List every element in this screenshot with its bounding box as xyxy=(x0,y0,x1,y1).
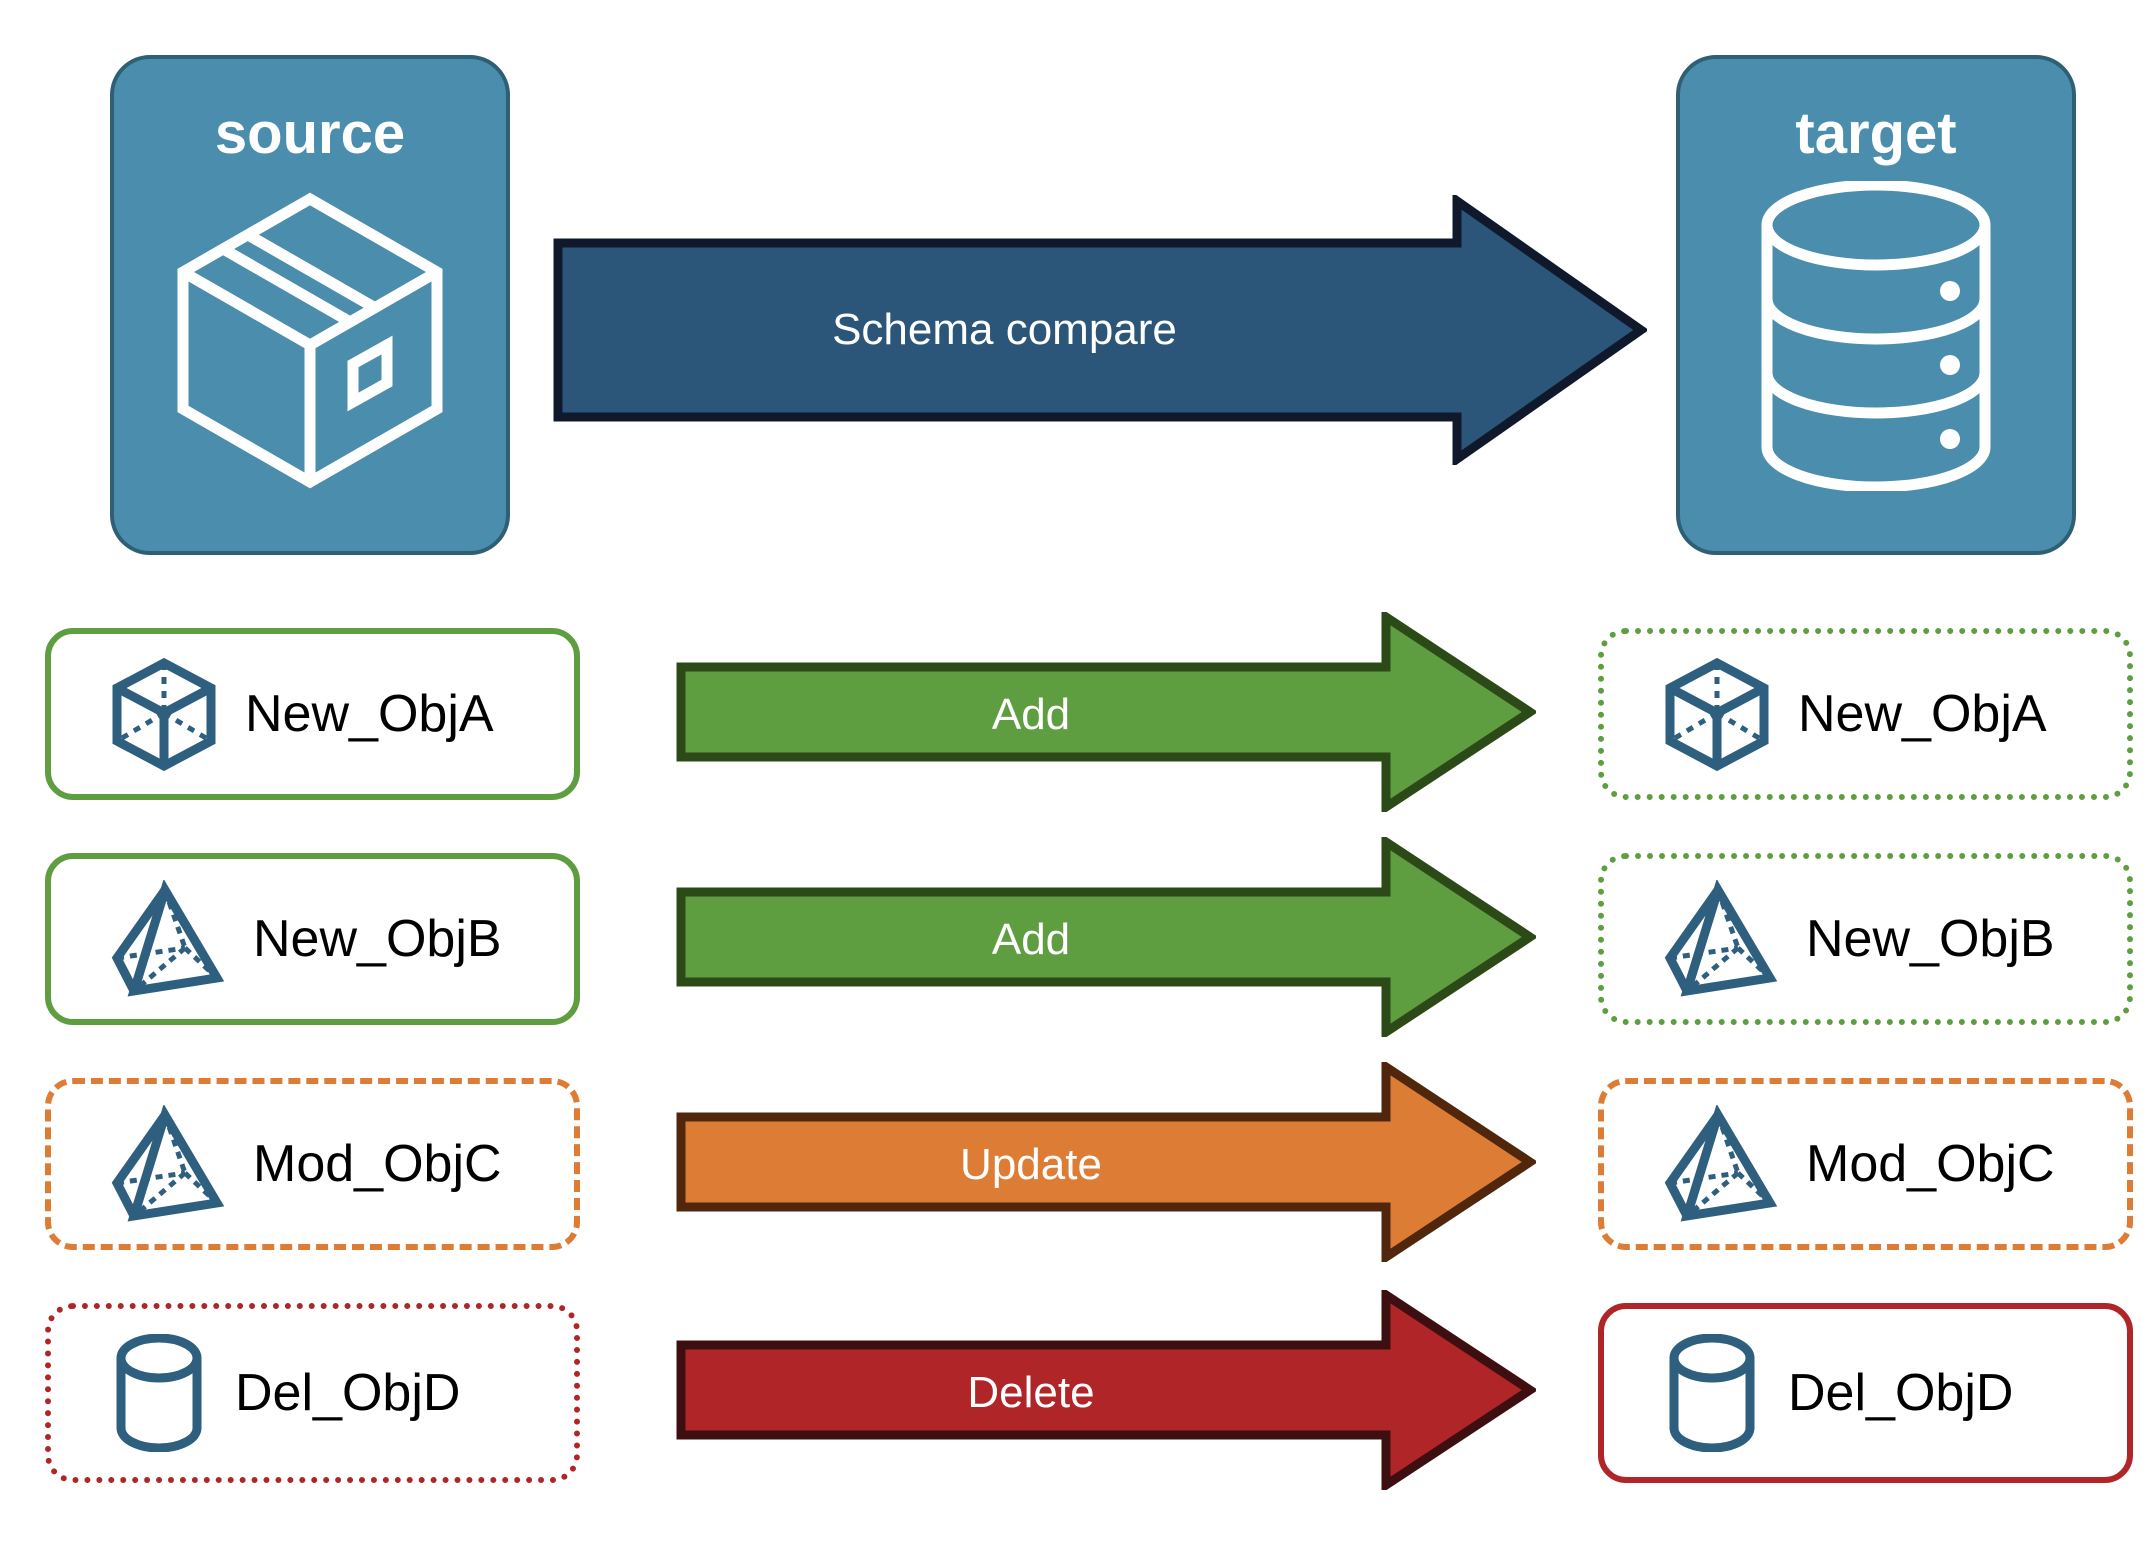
delete-arrow: Delete xyxy=(676,1286,1539,1494)
target-endpoint-panel[interactable]: target xyxy=(1676,55,2076,555)
wireframe-cube-icon xyxy=(109,655,219,773)
schema-compare-arrow: Schema compare xyxy=(552,192,1649,468)
source-endpoint-label: source xyxy=(214,101,406,166)
database-cylinder-icon xyxy=(1751,179,2001,496)
target-object-box[interactable]: Mod_ObjC xyxy=(1598,1078,2133,1250)
target-object-box[interactable]: New_ObjA xyxy=(1598,628,2133,800)
source-object-label: Mod_ObjC xyxy=(253,1135,502,1193)
source-object-box[interactable]: New_ObjA xyxy=(45,628,580,800)
wireframe-pyramid-icon xyxy=(1662,880,1780,998)
add-arrow: Add xyxy=(676,608,1539,816)
source-object-box[interactable]: Mod_ObjC xyxy=(45,1078,580,1250)
target-object-label: Mod_ObjC xyxy=(1806,1135,2055,1193)
wireframe-cylinder-icon xyxy=(109,1334,209,1452)
target-object-label: Del_ObjD xyxy=(1788,1364,2014,1422)
target-object-box[interactable]: New_ObjB xyxy=(1598,853,2133,1025)
wireframe-cube-icon xyxy=(1662,655,1772,773)
source-object-box[interactable]: New_ObjB xyxy=(45,853,580,1025)
wireframe-cylinder-icon xyxy=(1662,1334,1762,1452)
source-object-box[interactable]: Del_ObjD xyxy=(45,1303,580,1483)
source-object-label: Del_ObjD xyxy=(235,1364,461,1422)
source-object-label: New_ObjB xyxy=(253,910,502,968)
target-object-box[interactable]: Del_ObjD xyxy=(1598,1303,2133,1483)
wireframe-pyramid-icon xyxy=(109,1105,227,1223)
target-endpoint-label: target xyxy=(1795,101,1957,166)
target-object-label: New_ObjA xyxy=(1798,685,2047,743)
package-box-icon xyxy=(165,181,455,496)
wireframe-pyramid-icon xyxy=(1662,1105,1780,1223)
wireframe-pyramid-icon xyxy=(109,880,227,998)
add-arrow: Add xyxy=(676,833,1539,1041)
source-object-label: New_ObjA xyxy=(245,685,494,743)
update-arrow: Update xyxy=(676,1058,1539,1266)
target-object-label: New_ObjB xyxy=(1806,910,2055,968)
source-endpoint-panel[interactable]: source xyxy=(110,55,510,555)
